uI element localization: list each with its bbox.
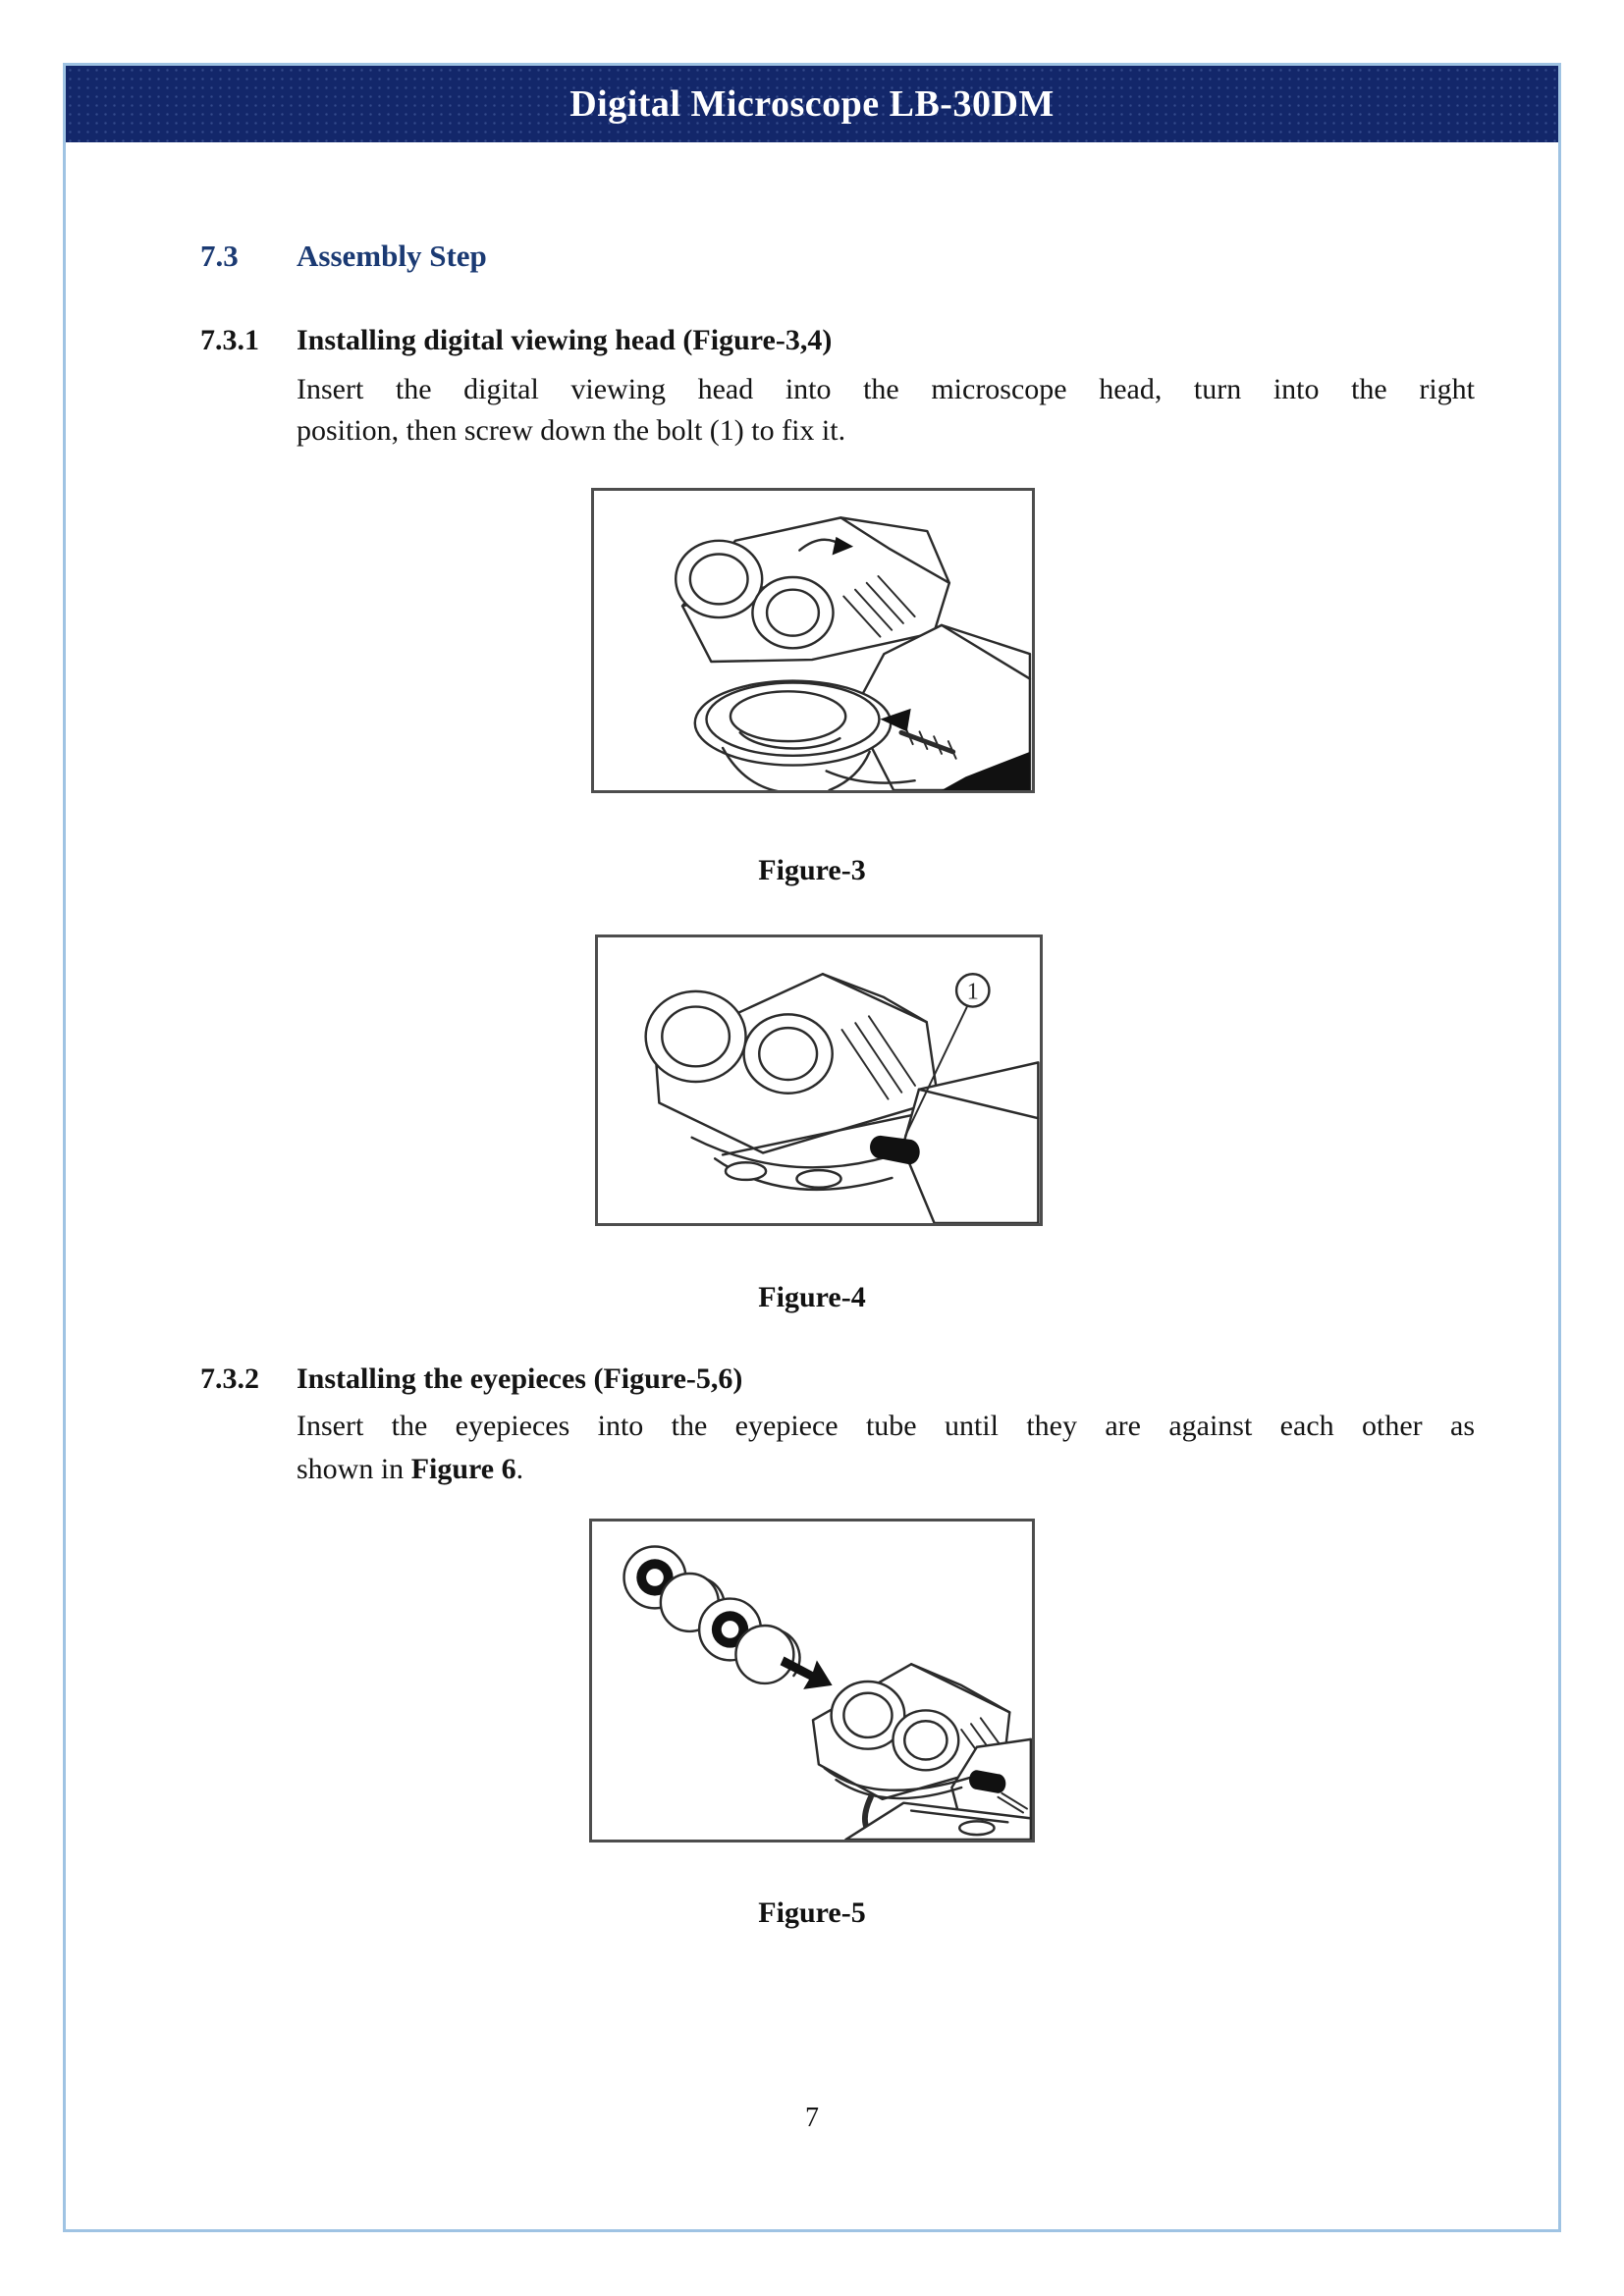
paragraph-732-line2: shown in Figure 6. xyxy=(297,1449,1475,1490)
figure-6-reference: Figure 6 xyxy=(410,1453,516,1485)
paragraph-731-line2: position, then screw down the bolt (1) t… xyxy=(297,414,846,447)
subsection-number: 7.3.1 xyxy=(200,324,259,356)
subsection-number: 7.3.2 xyxy=(200,1362,259,1395)
figure-4-caption: Figure-4 xyxy=(758,1281,866,1313)
subsection-7-3-2-heading: 7.3.2 Installing the eyepieces (Figure-5… xyxy=(200,1362,742,1396)
subsection-7-3-1-heading: 7.3.1 Installing digital viewing head (F… xyxy=(200,324,832,357)
page-number: 7 xyxy=(805,2103,819,2133)
figure-3-caption: Figure-3 xyxy=(758,854,866,886)
figure-4-box: 1 xyxy=(595,934,1043,1226)
paragraph-732-line1: Insert the eyepieces into the eyepiece t… xyxy=(297,1410,1475,1442)
subsection-title: Installing the eyepieces (Figure-5,6) xyxy=(297,1362,743,1395)
figure-5-drawing xyxy=(623,1545,1032,1840)
page-title: Digital Microscope LB-30DM xyxy=(569,83,1055,125)
paragraph-732-line2-suffix: . xyxy=(515,1453,524,1485)
paragraph-732-line2-prefix: shown in xyxy=(297,1453,411,1485)
section-number: 7.3 xyxy=(200,239,239,273)
section-7-3-heading: 7.3 Assembly Step xyxy=(200,239,487,274)
figure-3-box xyxy=(591,488,1035,793)
figure-3-drawing xyxy=(674,516,1032,790)
header-banner: Digital Microscope LB-30DM xyxy=(66,66,1558,142)
subsection-title: Installing digital viewing head (Figure-… xyxy=(297,324,833,356)
paragraph-731-line1: Insert the digital viewing head into the… xyxy=(297,373,1475,405)
section-title: Assembly Step xyxy=(297,239,487,273)
figure-4-callout-1: 1 xyxy=(967,979,979,1005)
figure-4-drawing: 1 xyxy=(644,973,1040,1223)
figure-5-caption: Figure-5 xyxy=(758,1896,866,1929)
figure-5-box xyxy=(589,1519,1035,1842)
